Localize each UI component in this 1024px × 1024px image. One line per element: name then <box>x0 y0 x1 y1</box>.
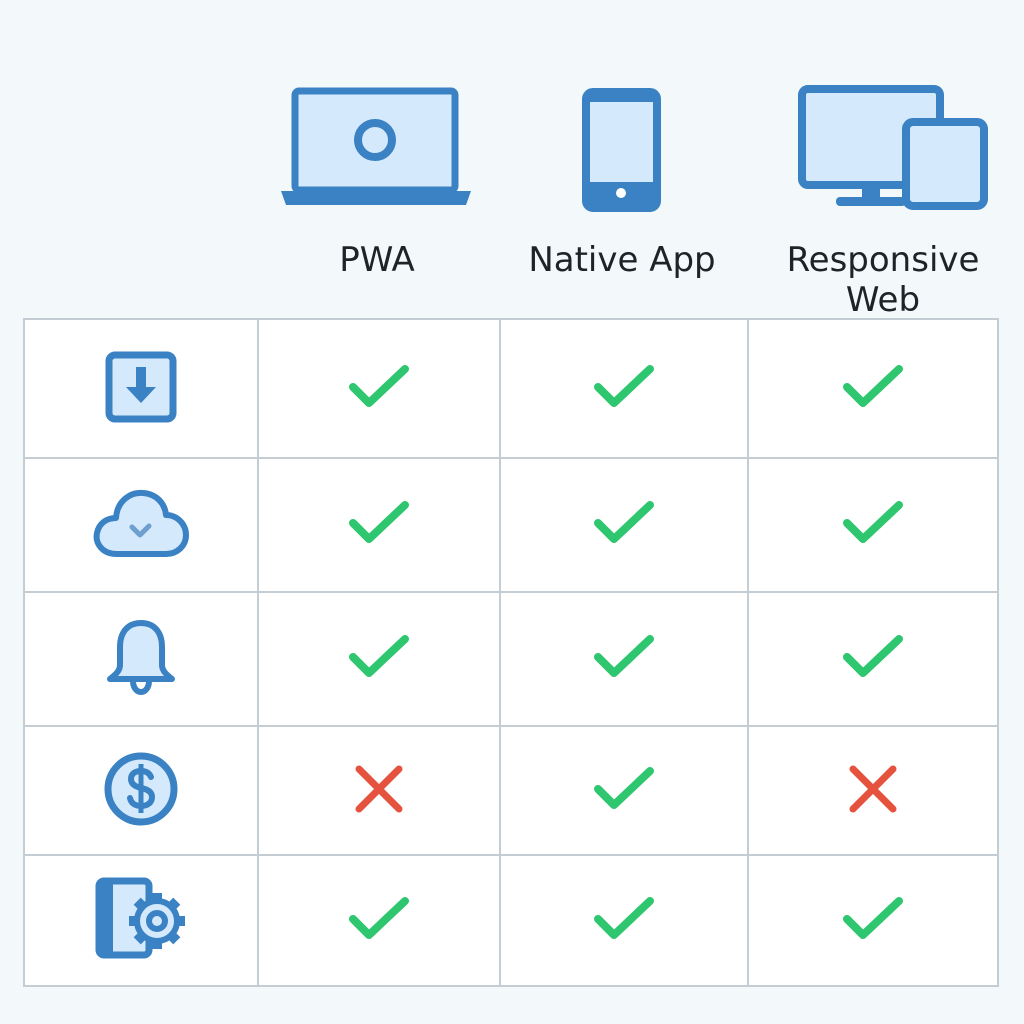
download-icon <box>105 351 177 422</box>
bell-icon <box>107 620 175 696</box>
check-icon <box>349 364 409 407</box>
value-cell <box>499 318 749 459</box>
value-cell <box>499 591 749 727</box>
laptop-icon <box>281 87 471 205</box>
value-cell <box>257 854 501 987</box>
mark-slot <box>592 763 656 819</box>
check-icon <box>594 364 654 407</box>
feature-cell <box>23 457 259 593</box>
comparison-table <box>23 318 999 987</box>
value-cell <box>747 854 999 987</box>
value-cell <box>499 725 749 856</box>
column-label-pwa: PWA <box>339 240 415 280</box>
cross-icon <box>355 765 403 812</box>
feature-cell <box>23 854 259 987</box>
cloud-check-icon <box>93 489 189 557</box>
mark-slot <box>592 631 656 687</box>
device-settings-icon <box>95 877 185 958</box>
check-icon <box>594 896 654 939</box>
mark-slot <box>592 361 656 417</box>
check-icon <box>594 635 654 677</box>
column-label-responsive-web: Responsive Web <box>786 240 980 320</box>
value-cell <box>747 725 999 856</box>
mark-slot <box>592 893 656 949</box>
table-row <box>23 591 999 727</box>
dollar-icon <box>104 752 178 825</box>
table-row <box>23 318 999 459</box>
desktop-tablet-icon <box>798 85 988 210</box>
value-cell <box>257 457 501 593</box>
mark-slot <box>347 631 411 687</box>
mark-slot <box>347 893 411 949</box>
mark-slot <box>592 497 656 553</box>
mark-slot <box>841 763 905 819</box>
check-icon <box>843 364 903 407</box>
feature-cell <box>23 318 259 459</box>
mark-slot <box>347 497 411 553</box>
value-cell <box>747 457 999 593</box>
column-label-native-app: Native App <box>528 240 716 280</box>
value-cell <box>257 318 501 459</box>
value-cell <box>747 318 999 459</box>
value-cell <box>499 854 749 987</box>
check-icon <box>843 501 903 543</box>
table-row <box>23 854 999 987</box>
check-icon <box>349 635 409 677</box>
feature-cell <box>23 591 259 727</box>
value-cell <box>257 591 501 727</box>
check-icon <box>594 766 654 809</box>
check-icon <box>349 896 409 939</box>
mark-slot <box>347 361 411 417</box>
feature-cell <box>23 725 259 856</box>
table-row <box>23 725 999 856</box>
value-cell <box>747 591 999 727</box>
check-icon <box>843 635 903 677</box>
mark-slot <box>841 893 905 949</box>
mark-slot <box>841 361 905 417</box>
table-row <box>23 457 999 593</box>
mark-slot <box>347 763 411 819</box>
mark-slot <box>841 497 905 553</box>
check-icon <box>843 896 903 939</box>
value-cell <box>257 725 501 856</box>
mark-slot <box>841 631 905 687</box>
value-cell <box>499 457 749 593</box>
smartphone-icon <box>582 88 661 212</box>
check-icon <box>594 501 654 543</box>
cross-icon <box>849 765 897 812</box>
check-icon <box>349 501 409 543</box>
